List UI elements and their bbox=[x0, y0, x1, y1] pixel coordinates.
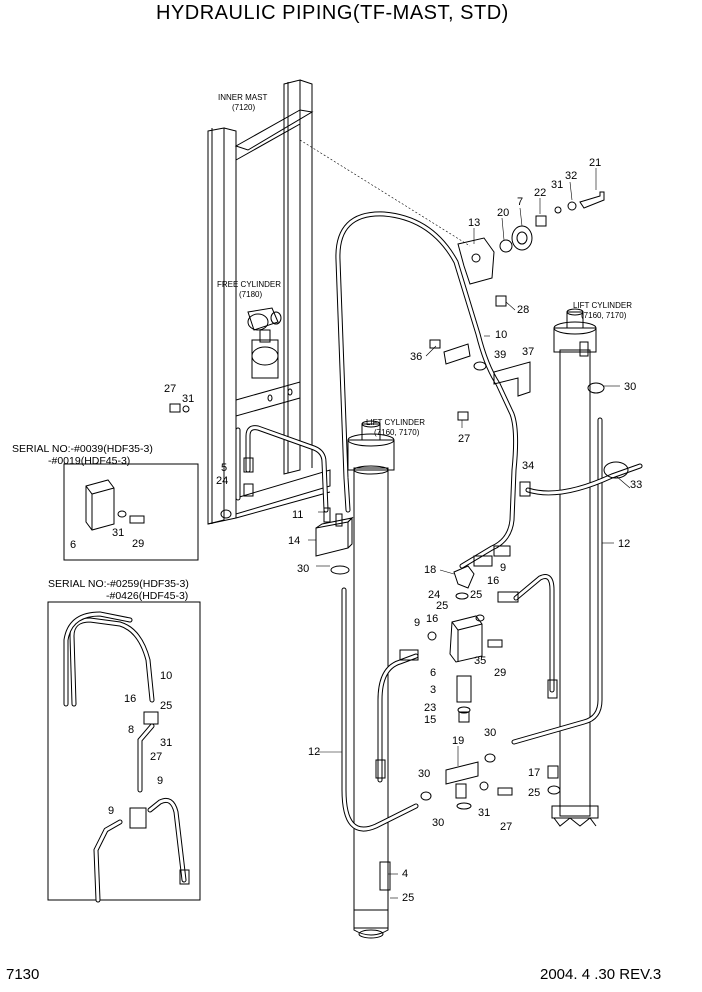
hose-9 bbox=[375, 574, 558, 891]
part-label: 12 bbox=[308, 746, 320, 758]
inner-mast-caption-2: (7120) bbox=[232, 103, 255, 112]
part-label: 3 bbox=[430, 684, 436, 696]
part-label: 34 bbox=[522, 460, 534, 472]
part-label: 31 bbox=[478, 807, 490, 819]
part-label: 4 bbox=[402, 868, 408, 880]
part-label: 31 bbox=[551, 179, 563, 191]
part-label: 30 bbox=[418, 768, 430, 780]
page-title: HYDRAULIC PIPING(TF-MAST, STD) bbox=[156, 2, 509, 24]
part-label: 16 bbox=[487, 575, 499, 587]
tee-fitting bbox=[420, 753, 561, 810]
part-label: 20 bbox=[497, 207, 509, 219]
part-label: 17 bbox=[528, 767, 540, 779]
serial-note-2-line-2: -#0426(HDF45-3) bbox=[106, 590, 188, 602]
part-label: 31 bbox=[112, 527, 124, 539]
leader-lines bbox=[308, 168, 631, 899]
part-label: 39 bbox=[494, 349, 506, 361]
captions: INNER MAST (7120) FREE CYLINDER (7180) L… bbox=[12, 93, 632, 602]
revision-date: 2004. 4 .30 REV.3 bbox=[540, 966, 662, 983]
part-label: 24 bbox=[216, 475, 228, 487]
pipe-10 bbox=[335, 211, 519, 569]
part-label: 31 bbox=[160, 737, 172, 749]
pipe-12 bbox=[341, 417, 603, 832]
part-label: 7 bbox=[517, 196, 523, 208]
part-label: 37 bbox=[522, 346, 534, 358]
part-label: 25 bbox=[470, 589, 482, 601]
part-label: 6 bbox=[430, 667, 436, 679]
part-label: 25 bbox=[528, 787, 540, 799]
part-label: 30 bbox=[297, 563, 309, 575]
pipe-clamp bbox=[519, 461, 643, 497]
free-cylinder-caption-1: FREE CYLINDER bbox=[217, 280, 281, 289]
free-cylinder-hose bbox=[235, 425, 329, 513]
part-label: 8 bbox=[128, 724, 134, 736]
part-label: 11 bbox=[292, 509, 303, 521]
part-label: 9 bbox=[500, 562, 506, 574]
manifold-block bbox=[315, 507, 354, 575]
free-cylinder-drawing bbox=[247, 307, 282, 379]
part-label: 24 bbox=[428, 589, 440, 601]
part-label: 9 bbox=[414, 617, 420, 629]
part-label: 21 bbox=[589, 157, 601, 169]
part-labels: 21 32 22 31 7 20 13 28 10 36 39 37 27 31… bbox=[70, 157, 642, 904]
part-label: 30 bbox=[484, 727, 496, 739]
mast-bolts bbox=[169, 403, 190, 413]
part-label: 10 bbox=[495, 329, 507, 341]
part-label: 29 bbox=[132, 538, 144, 550]
part-label: 25 bbox=[402, 892, 414, 904]
lift-cylinder-left-caption-1: LIFT CYLINDER bbox=[366, 418, 425, 427]
lift-cylinder-right-caption-1: LIFT CYLINDER bbox=[573, 301, 632, 310]
part-label: 22 bbox=[534, 187, 546, 199]
right-lift-cylinder bbox=[551, 308, 605, 827]
free-cylinder-caption-2: (7180) bbox=[239, 290, 262, 299]
part-label: 31 bbox=[182, 393, 194, 405]
part-label: 27 bbox=[500, 821, 512, 833]
part-label: 27 bbox=[150, 751, 162, 763]
lift-cylinder-right-caption-2: (7160, 7170) bbox=[581, 311, 627, 320]
part-label: 36 bbox=[410, 351, 422, 363]
part-label: 29 bbox=[494, 667, 506, 679]
part-label: 23 bbox=[424, 702, 436, 714]
serial-note-1-line-1: SERIAL NO:-#0039(HDF35-3) bbox=[12, 443, 153, 455]
part-label: 10 bbox=[160, 670, 172, 682]
part-label: 33 bbox=[630, 479, 642, 491]
inner-mast-drawing bbox=[207, 79, 471, 525]
inner-mast-caption-1: INNER MAST bbox=[218, 93, 267, 102]
part-label: 14 bbox=[288, 535, 300, 547]
serial-note-2-line-1: SERIAL NO:-#0259(HDF35-3) bbox=[48, 578, 189, 590]
part-label: 32 bbox=[565, 170, 577, 182]
part-label: 25 bbox=[160, 700, 172, 712]
part-label: 9 bbox=[157, 775, 163, 787]
part-label: 27 bbox=[164, 383, 176, 395]
part-label: 25 bbox=[436, 600, 448, 612]
page-number: 7130 bbox=[6, 966, 40, 983]
part-label: 30 bbox=[624, 381, 636, 393]
serial-note-1-line-2: -#0019(HDF45-3) bbox=[48, 455, 130, 467]
part-label: 35 bbox=[474, 655, 486, 667]
part-label: 30 bbox=[432, 817, 444, 829]
part-label: 9 bbox=[108, 805, 114, 817]
part-label: 5 bbox=[221, 462, 227, 474]
part-label: 27 bbox=[458, 433, 470, 445]
part-label: 6 bbox=[70, 539, 76, 551]
part-label: 15 bbox=[424, 714, 436, 726]
serial-inset-2 bbox=[47, 601, 201, 903]
part-label: 16 bbox=[124, 693, 136, 705]
part-label: 13 bbox=[468, 217, 480, 229]
serial-inset-1 bbox=[63, 463, 199, 561]
part-label: 18 bbox=[424, 564, 436, 576]
lift-cylinder-left-caption-2: (7160, 7170) bbox=[374, 428, 420, 437]
part-label: 16 bbox=[426, 613, 438, 625]
valve-block bbox=[399, 545, 519, 723]
part-label: 12 bbox=[618, 538, 630, 550]
part-label: 28 bbox=[517, 304, 529, 316]
part-label: 19 bbox=[452, 735, 464, 747]
left-lift-cylinder bbox=[347, 420, 395, 939]
